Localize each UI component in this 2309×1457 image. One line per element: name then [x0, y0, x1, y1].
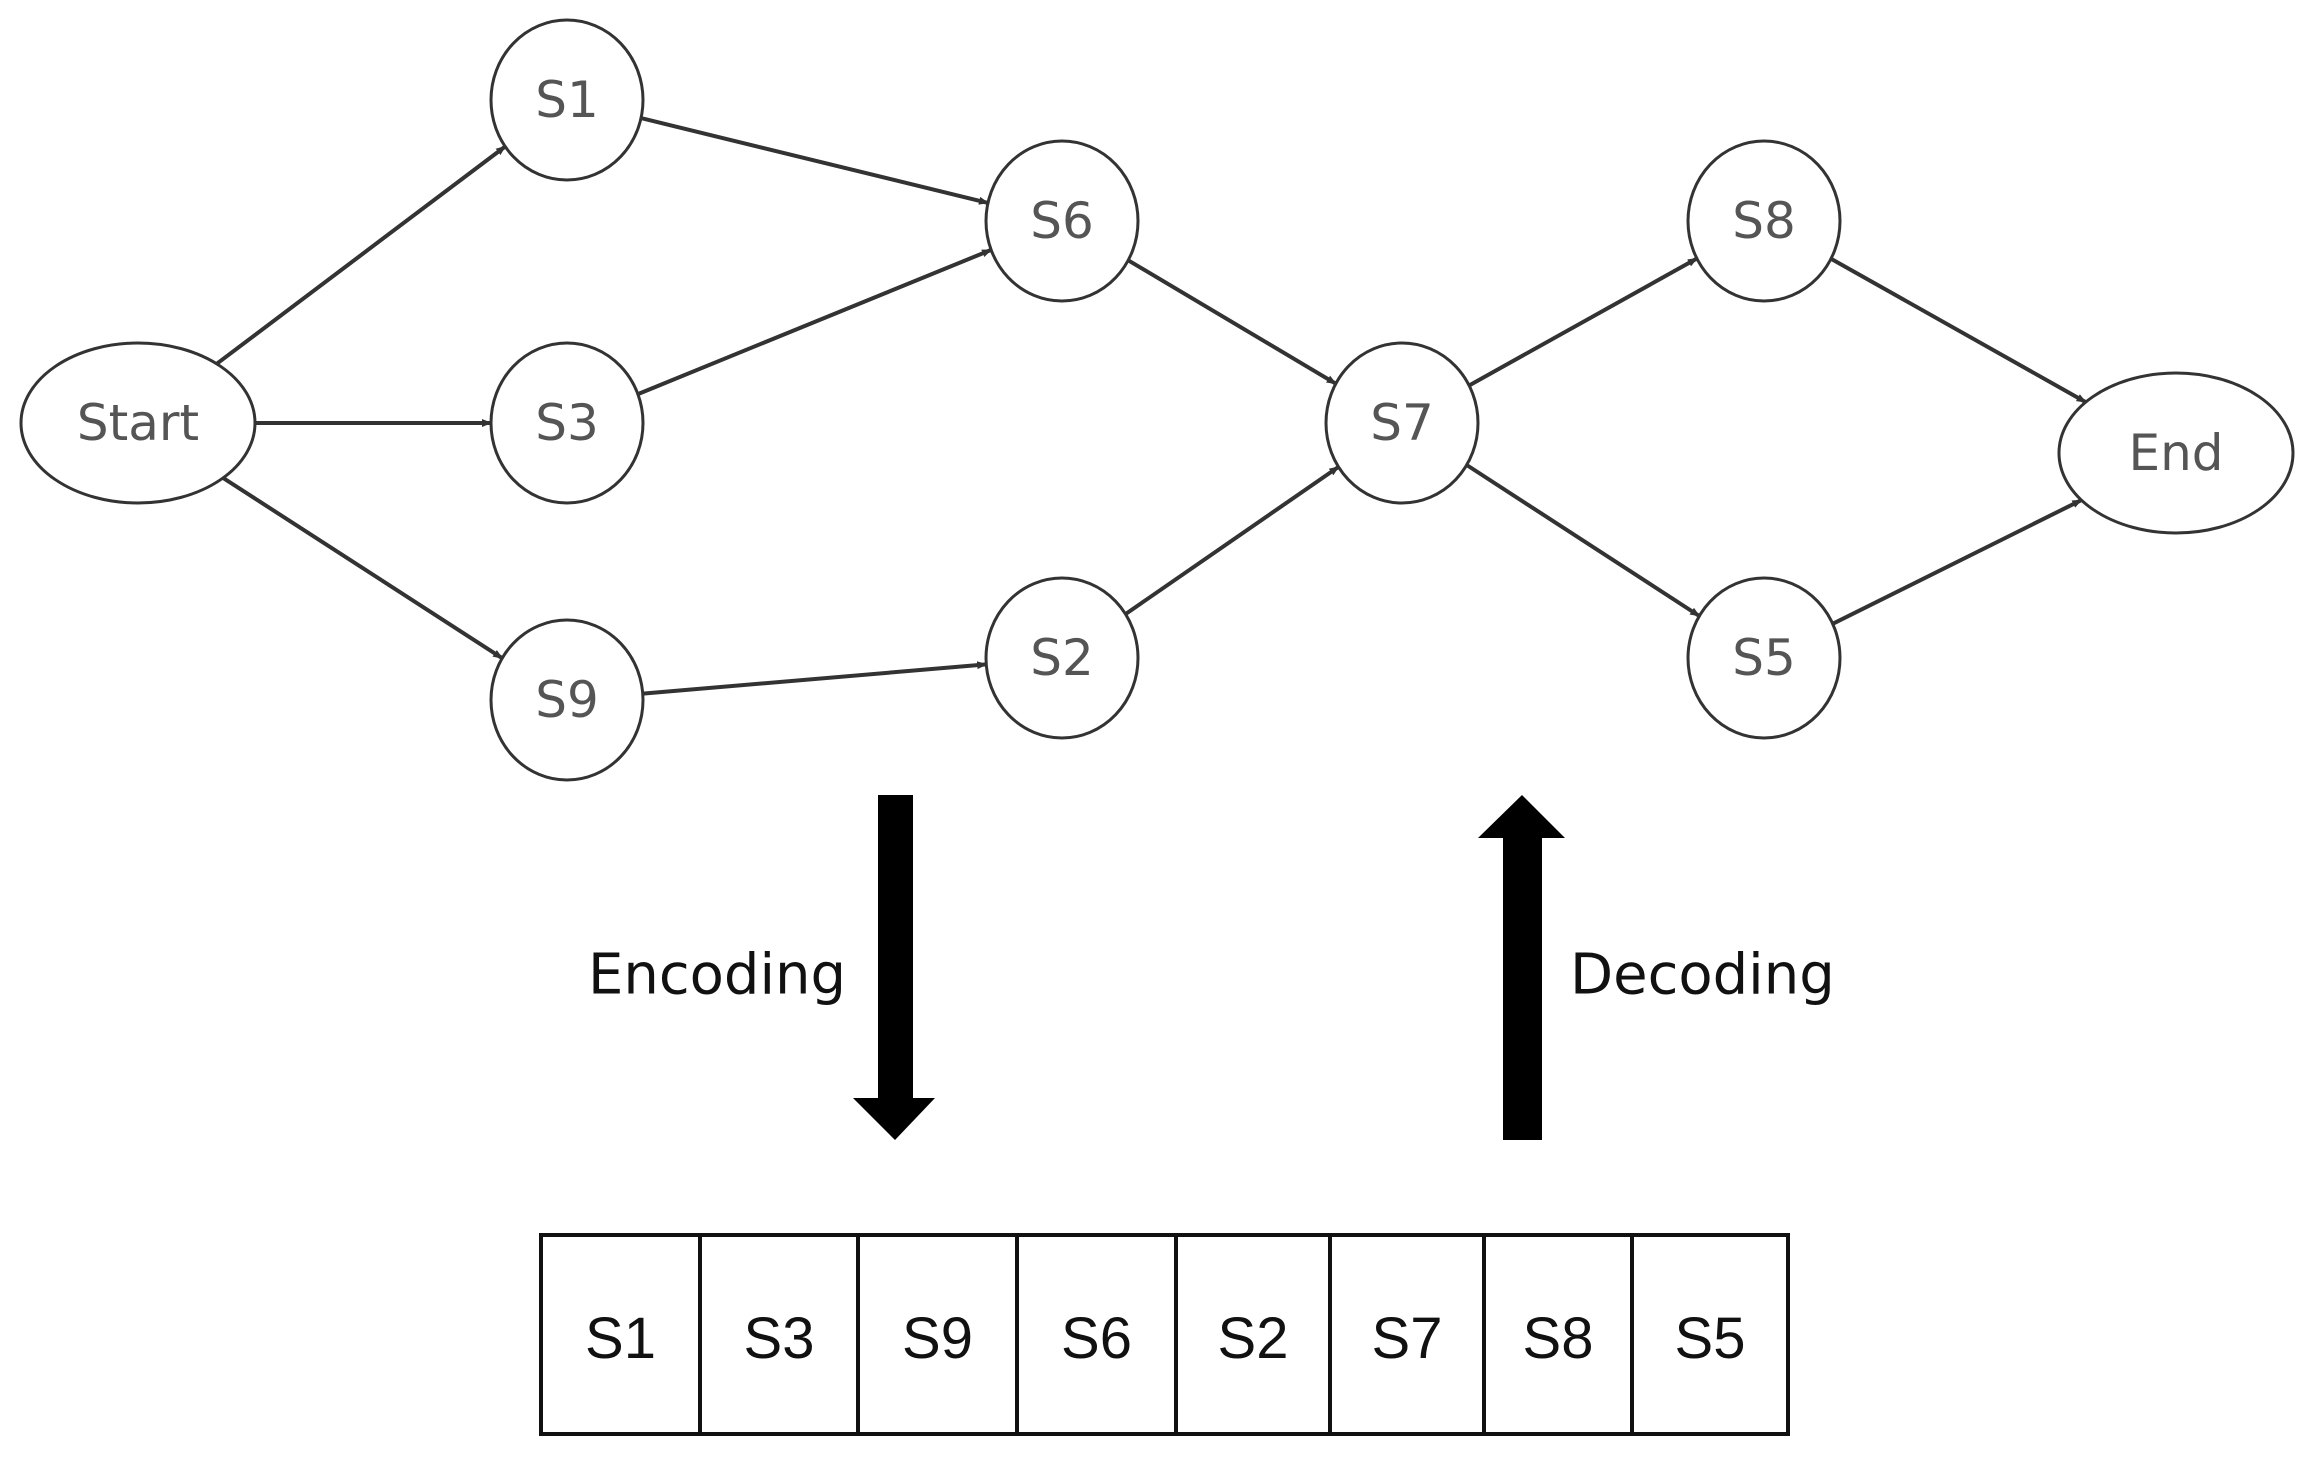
sequence-cell-label: S2	[1218, 1306, 1289, 1371]
sequence-cell-box	[1630, 1233, 1790, 1436]
node-end: End	[2057, 371, 2295, 535]
edge-s9-to-s2	[642, 661, 988, 696]
sequence-cell-box	[1482, 1233, 1634, 1436]
sequence-cell: S8	[1482, 1233, 1634, 1436]
node-s9: S9	[489, 618, 645, 782]
node-s1-shape	[489, 18, 645, 182]
sequence-cell-box	[1174, 1233, 1332, 1436]
node-s5: S5	[1686, 576, 1842, 740]
sequence-cell: S5	[1630, 1233, 1790, 1436]
node-s1: S1	[489, 18, 645, 182]
sequence-cell: S7	[1328, 1233, 1486, 1436]
decoding-label: Decoding	[1570, 943, 1835, 1008]
node-start-shape	[19, 341, 257, 505]
sequence-cell-label: S8	[1523, 1306, 1594, 1371]
node-s6-shape	[984, 139, 1140, 303]
edge-s2-to-s7	[1124, 465, 1340, 616]
node-s3-shape	[489, 341, 645, 505]
sequence-cell-label: S7	[1372, 1306, 1443, 1371]
sequence-cell-box	[1015, 1233, 1178, 1436]
sequence-cell-label: S1	[585, 1306, 656, 1371]
node-s1-label: S1	[535, 71, 599, 129]
node-s9-label: S9	[535, 671, 599, 729]
encoded-sequence: S1 S3 S9 S6 S2 S7 S8 S5	[539, 1233, 1790, 1436]
sequence-cell-box	[698, 1233, 860, 1436]
sequence-cell-label: S3	[744, 1306, 815, 1371]
sequence-cell: S9	[856, 1233, 1019, 1436]
node-s3-label: S3	[535, 394, 599, 452]
edge-start-to-s9	[222, 476, 504, 660]
sequence-cell: S6	[1015, 1233, 1178, 1436]
encoding-down-arrow-icon	[853, 795, 935, 1140]
encoding-group: Encoding	[588, 795, 935, 1140]
edge-s7-to-s8	[1468, 256, 1698, 388]
edge-s7-to-s5	[1465, 463, 1701, 618]
node-s6-label: S6	[1030, 192, 1094, 250]
decoding-group: Decoding	[1478, 795, 1835, 1140]
decoding-up-arrow-icon	[1478, 795, 1565, 1140]
edge-s1-to-s6	[640, 116, 989, 205]
node-s8: S8	[1686, 139, 1842, 303]
node-s2-shape	[984, 576, 1140, 740]
edge-s8-to-end	[1830, 256, 2087, 404]
sequence-cell: S1	[539, 1233, 702, 1436]
sequence-cell-box	[1328, 1233, 1486, 1436]
node-s7-label: S7	[1370, 394, 1434, 452]
node-s9-shape	[489, 618, 645, 782]
node-s5-label: S5	[1732, 629, 1796, 687]
edge-start-to-s1	[215, 144, 507, 366]
encoding-label: Encoding	[588, 943, 846, 1008]
node-s7: S7	[1324, 341, 1480, 505]
node-s5-shape	[1686, 576, 1842, 740]
node-s3: S3	[489, 341, 645, 505]
sequence-cell-box	[856, 1233, 1019, 1436]
sequence-cell-label: S9	[902, 1306, 973, 1371]
edge-s3-to-s6	[637, 248, 993, 396]
node-s7-shape	[1324, 341, 1480, 505]
node-s2-label: S2	[1030, 629, 1094, 687]
sequence-cell: S2	[1174, 1233, 1332, 1436]
edge-s6-to-s7	[1127, 258, 1337, 386]
node-s2: S2	[984, 576, 1140, 740]
edge-s5-to-end	[1831, 498, 2083, 626]
node-s8-label: S8	[1732, 192, 1796, 250]
node-s6: S6	[984, 139, 1140, 303]
sequence-cell-label: S5	[1675, 1306, 1746, 1371]
node-start-label: Start	[77, 394, 199, 452]
node-s8-shape	[1686, 139, 1842, 303]
node-end-label: End	[2128, 424, 2223, 482]
sequence-cell: S3	[698, 1233, 860, 1436]
sequence-cell-box	[539, 1233, 702, 1436]
sequence-cell-label: S6	[1061, 1306, 1132, 1371]
node-start: Start	[19, 341, 257, 505]
graph-edges	[215, 116, 2087, 696]
node-end-shape	[2057, 371, 2295, 535]
